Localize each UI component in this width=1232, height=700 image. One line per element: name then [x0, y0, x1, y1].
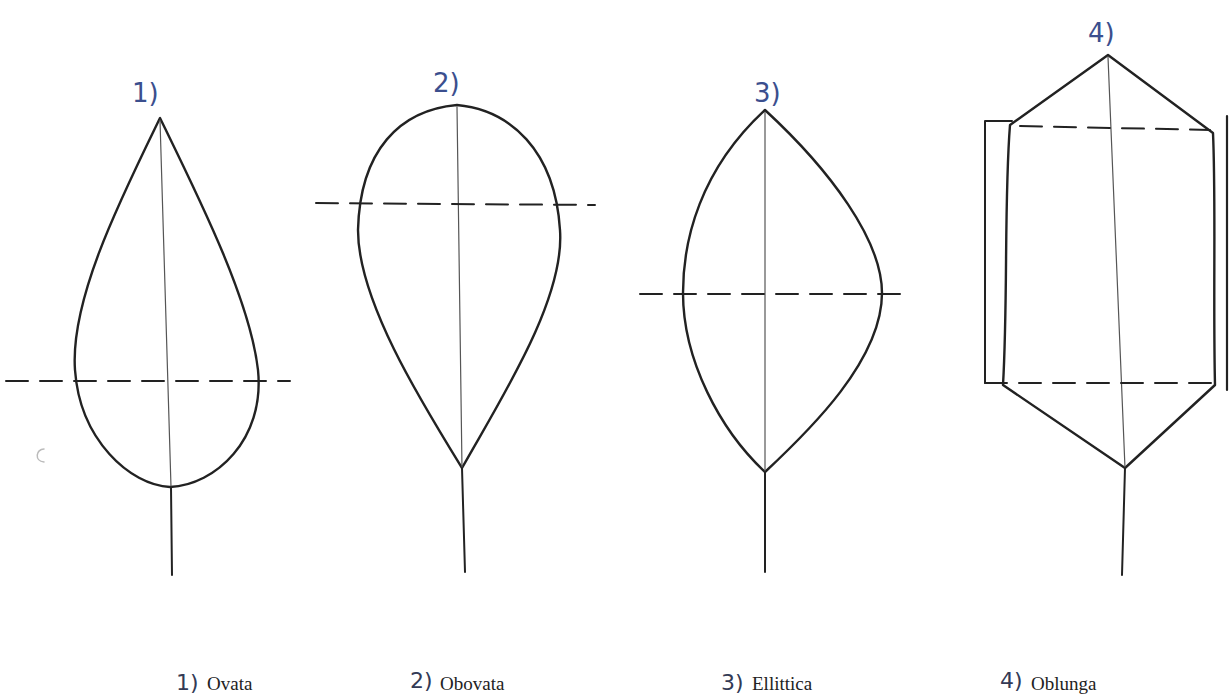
widest-line — [316, 203, 595, 205]
callout-number: 2) — [433, 70, 460, 96]
petiole — [171, 487, 172, 575]
frame-rectangle — [985, 121, 1012, 383]
widest-line — [1020, 126, 1210, 130]
stray-mark — [37, 449, 44, 462]
shape-name: Ovata — [207, 674, 252, 693]
callout-number: 4) — [1000, 670, 1023, 692]
midrib — [1108, 57, 1125, 468]
midrib — [457, 107, 462, 468]
callout-number: 4) — [1088, 20, 1115, 46]
shape-name: Ellittica — [752, 674, 812, 693]
callout-number: 1) — [176, 672, 199, 694]
elliptic-leaf — [683, 110, 882, 472]
petiole — [1122, 468, 1125, 575]
callout-number: 1) — [132, 80, 159, 106]
ovate-leaf — [75, 118, 259, 487]
oblong-leaf — [1003, 55, 1215, 468]
obovate-leaf — [358, 105, 560, 468]
callout-number: 3) — [721, 672, 744, 694]
shape-name: Obovata — [440, 674, 504, 693]
callout-number: 3) — [754, 80, 781, 106]
widest-line — [6, 380, 290, 382]
midrib — [160, 120, 171, 487]
midrib — [764, 112, 765, 472]
widest-line — [640, 293, 908, 295]
petiole — [764, 472, 766, 572]
petiole — [462, 468, 465, 572]
widest-line — [985, 382, 1215, 384]
callout-number: 2) — [410, 670, 433, 692]
frame-rectangle — [1226, 116, 1228, 390]
shape-name: Oblunga — [1031, 674, 1096, 693]
